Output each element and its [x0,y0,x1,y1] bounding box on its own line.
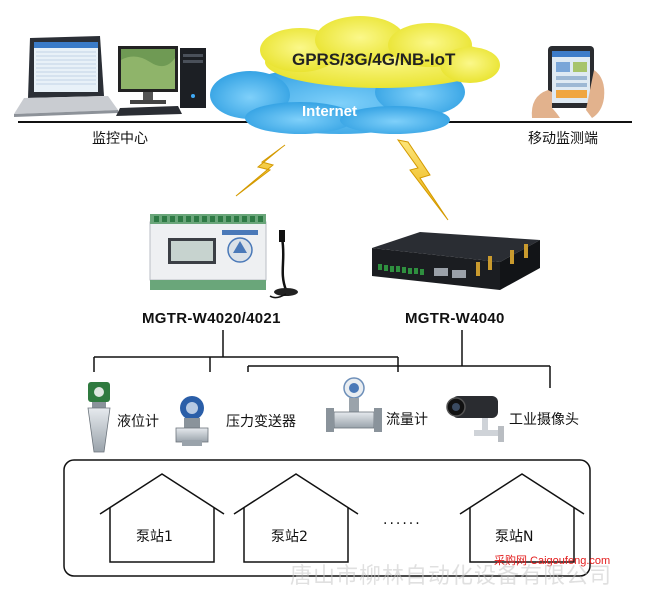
station-1-label: 泵站1 [136,529,173,545]
internet-label: Internet [302,103,358,120]
laptop-icon [14,36,118,117]
rtu-device-w4040-icon [372,232,540,290]
sensor-label-flow-meter: 流量计 [386,412,428,428]
sensor-label-level-meter: 液位计 [117,414,159,430]
pressure-transmitter-icon [175,396,209,446]
sensor-label-camera: 工业摄像头 [509,412,579,428]
station-2-label: 泵站2 [271,529,308,545]
internet-cloud [210,16,500,134]
flow-meter-icon [326,377,382,432]
rtu-device-w4020-icon [149,214,267,290]
desktop-computer-icon [116,46,206,116]
station-ellipsis: ...... [383,512,422,528]
company-watermark: 唐山市柳林自动化设备有限公司 [290,564,613,589]
sensor-label-pressure: 压力变送器 [226,414,296,430]
station-area-frame [63,459,591,577]
pump-station-1-icon [99,473,225,563]
industrial-camera-icon [446,396,504,442]
brand-watermark: 采购网 Caigoufeng.com [494,555,611,567]
antenna-icon [269,230,298,299]
connection-tree [93,330,551,388]
wireless-link-left-icon [235,144,286,197]
tablet-in-hand-icon [531,46,605,118]
pump-station-n-icon [459,473,585,563]
device-model-a-label: MGTR-W4020/4021 [142,310,281,327]
pump-station-2-icon [233,473,359,563]
wireless-link-right-icon [396,139,449,221]
radar-level-meter-icon [87,382,111,453]
device-model-b-label: MGTR-W4040 [405,310,505,327]
station-n-label: 泵站N [495,529,534,545]
network-type-label: GPRS/3G/4G/NB-IoT [292,50,456,69]
monitor-center-label: 监控中心 [92,131,148,147]
mobile-monitor-label: 移动监测端 [528,131,598,147]
